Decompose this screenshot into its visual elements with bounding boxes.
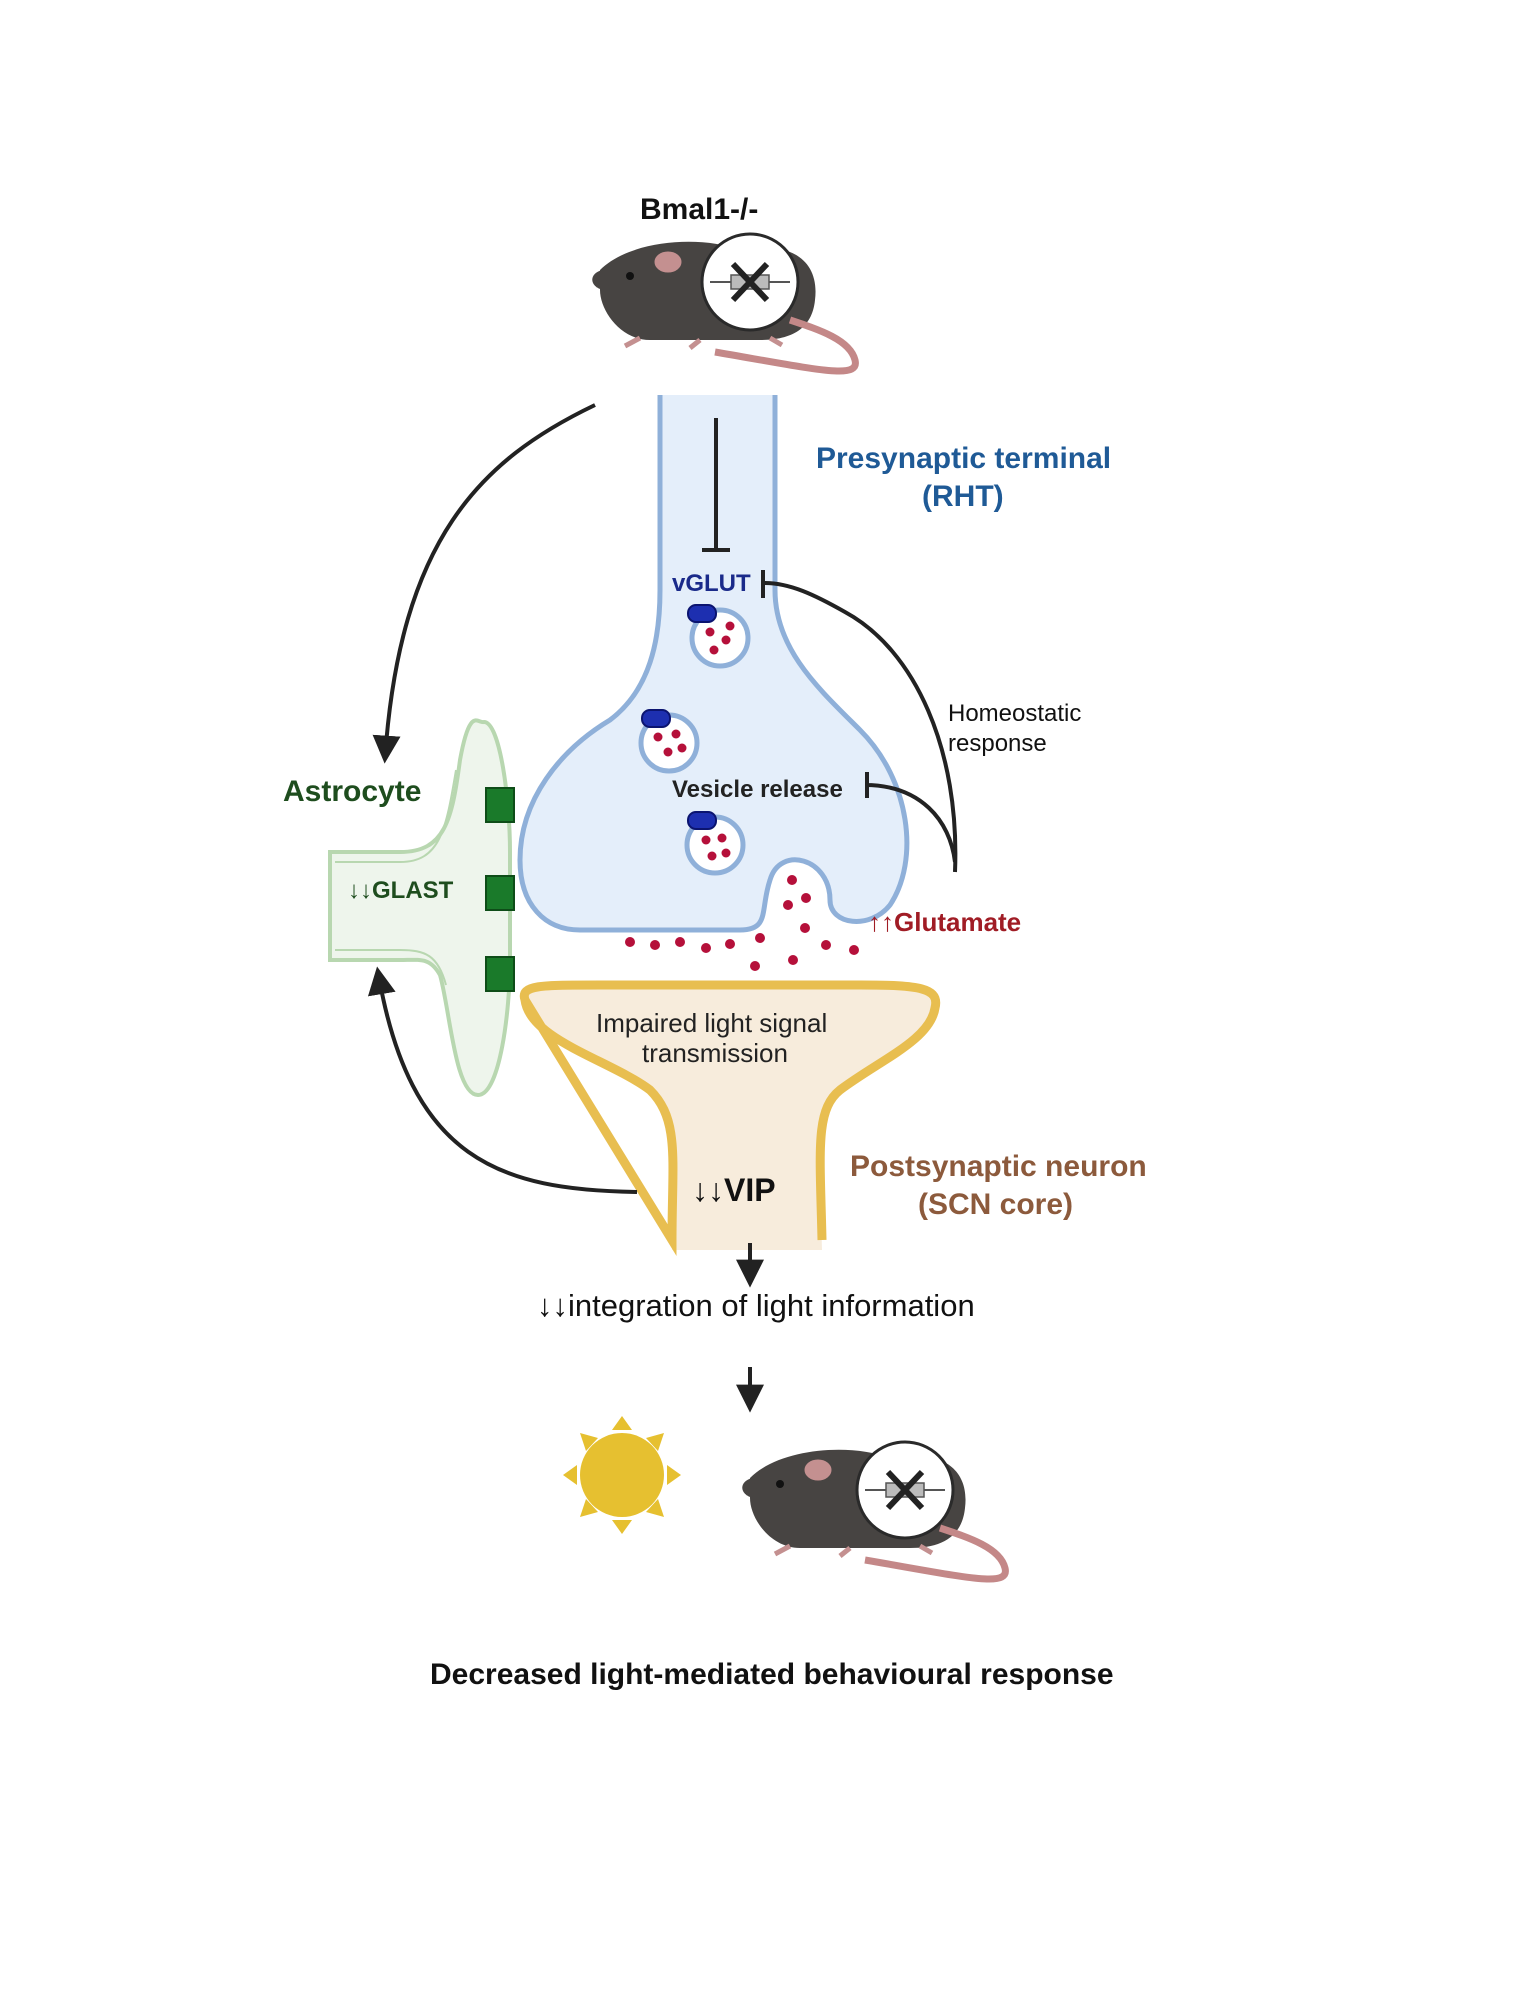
vesicle-release-label: Vesicle release — [672, 776, 843, 803]
vglut-label: vGLUT — [672, 570, 751, 597]
knockout-to-astrocyte-arrow — [372, 403, 596, 764]
glast-label: ↓↓GLAST — [348, 877, 454, 904]
vip-to-astrocyte-arrow — [367, 966, 638, 1194]
vesicle-3 — [684, 811, 746, 876]
signal-label-line1: Impaired light signal — [596, 1008, 828, 1038]
vesicle-2 — [638, 709, 700, 774]
presynaptic-label-line1: Presynaptic terminal — [816, 442, 1112, 475]
vip-label: ↓↓VIP — [692, 1172, 776, 1208]
signal-label-line2: transmission — [642, 1038, 788, 1068]
homeostatic-label-line2: response — [948, 730, 1047, 757]
inhibition-vglut-line — [702, 418, 730, 552]
vesicle-1 — [687, 604, 751, 669]
homeostatic-feedback — [761, 570, 958, 873]
presynaptic-label-line2: (RHT) — [922, 480, 1004, 513]
mouse-knockout-icon-bottom — [742, 1440, 1009, 1583]
integration-label: ↓↓integration of light information — [537, 1288, 975, 1323]
glutamate-label: ↑↑Glutamate — [868, 907, 1022, 937]
postsynaptic-label-line1: Postsynaptic neuron — [850, 1150, 1147, 1183]
mouse-knockout-icon — [592, 232, 859, 375]
astrocyte-label: Astrocyte — [283, 775, 422, 808]
genotype-title: Bmal1-/- — [640, 193, 759, 226]
sun-icon — [563, 1416, 681, 1534]
glutamate-molecules — [625, 875, 859, 971]
outcome-label: Decreased light-mediated behavioural res… — [430, 1658, 1114, 1691]
glast-transporters — [485, 787, 515, 992]
homeostatic-label-line1: Homeostatic — [948, 700, 1082, 727]
postsynaptic-label-line2: (SCN core) — [918, 1188, 1074, 1221]
postsynaptic-neuron — [519, 980, 941, 1256]
